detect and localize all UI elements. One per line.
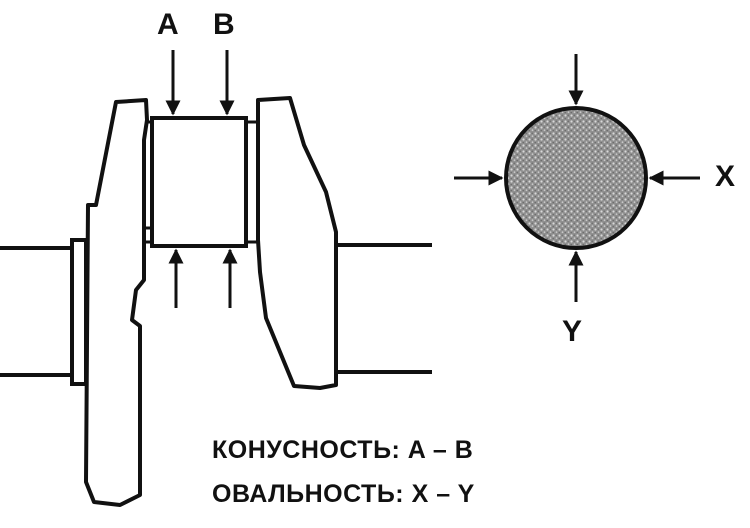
left-crank-web [84,98,149,507]
label-y: Y [562,315,583,348]
left-journal-collar [70,238,88,386]
cross-section-arrows [454,54,700,302]
journal-cross-section [504,106,648,250]
label-b: B [213,8,235,41]
right-crank-web [256,96,338,390]
label-x: X [715,160,736,193]
caption-taper: КОНУСНОСТЬ: A – B [212,436,474,464]
caption-ovality: ОВАЛЬНОСТЬ: X – Y [212,480,475,508]
label-a: A [157,8,179,41]
measure-arrows-top [165,50,235,116]
crank-pin-journal [150,116,248,248]
main-shaft [0,243,432,377]
measure-arrows-bottom [168,248,238,308]
